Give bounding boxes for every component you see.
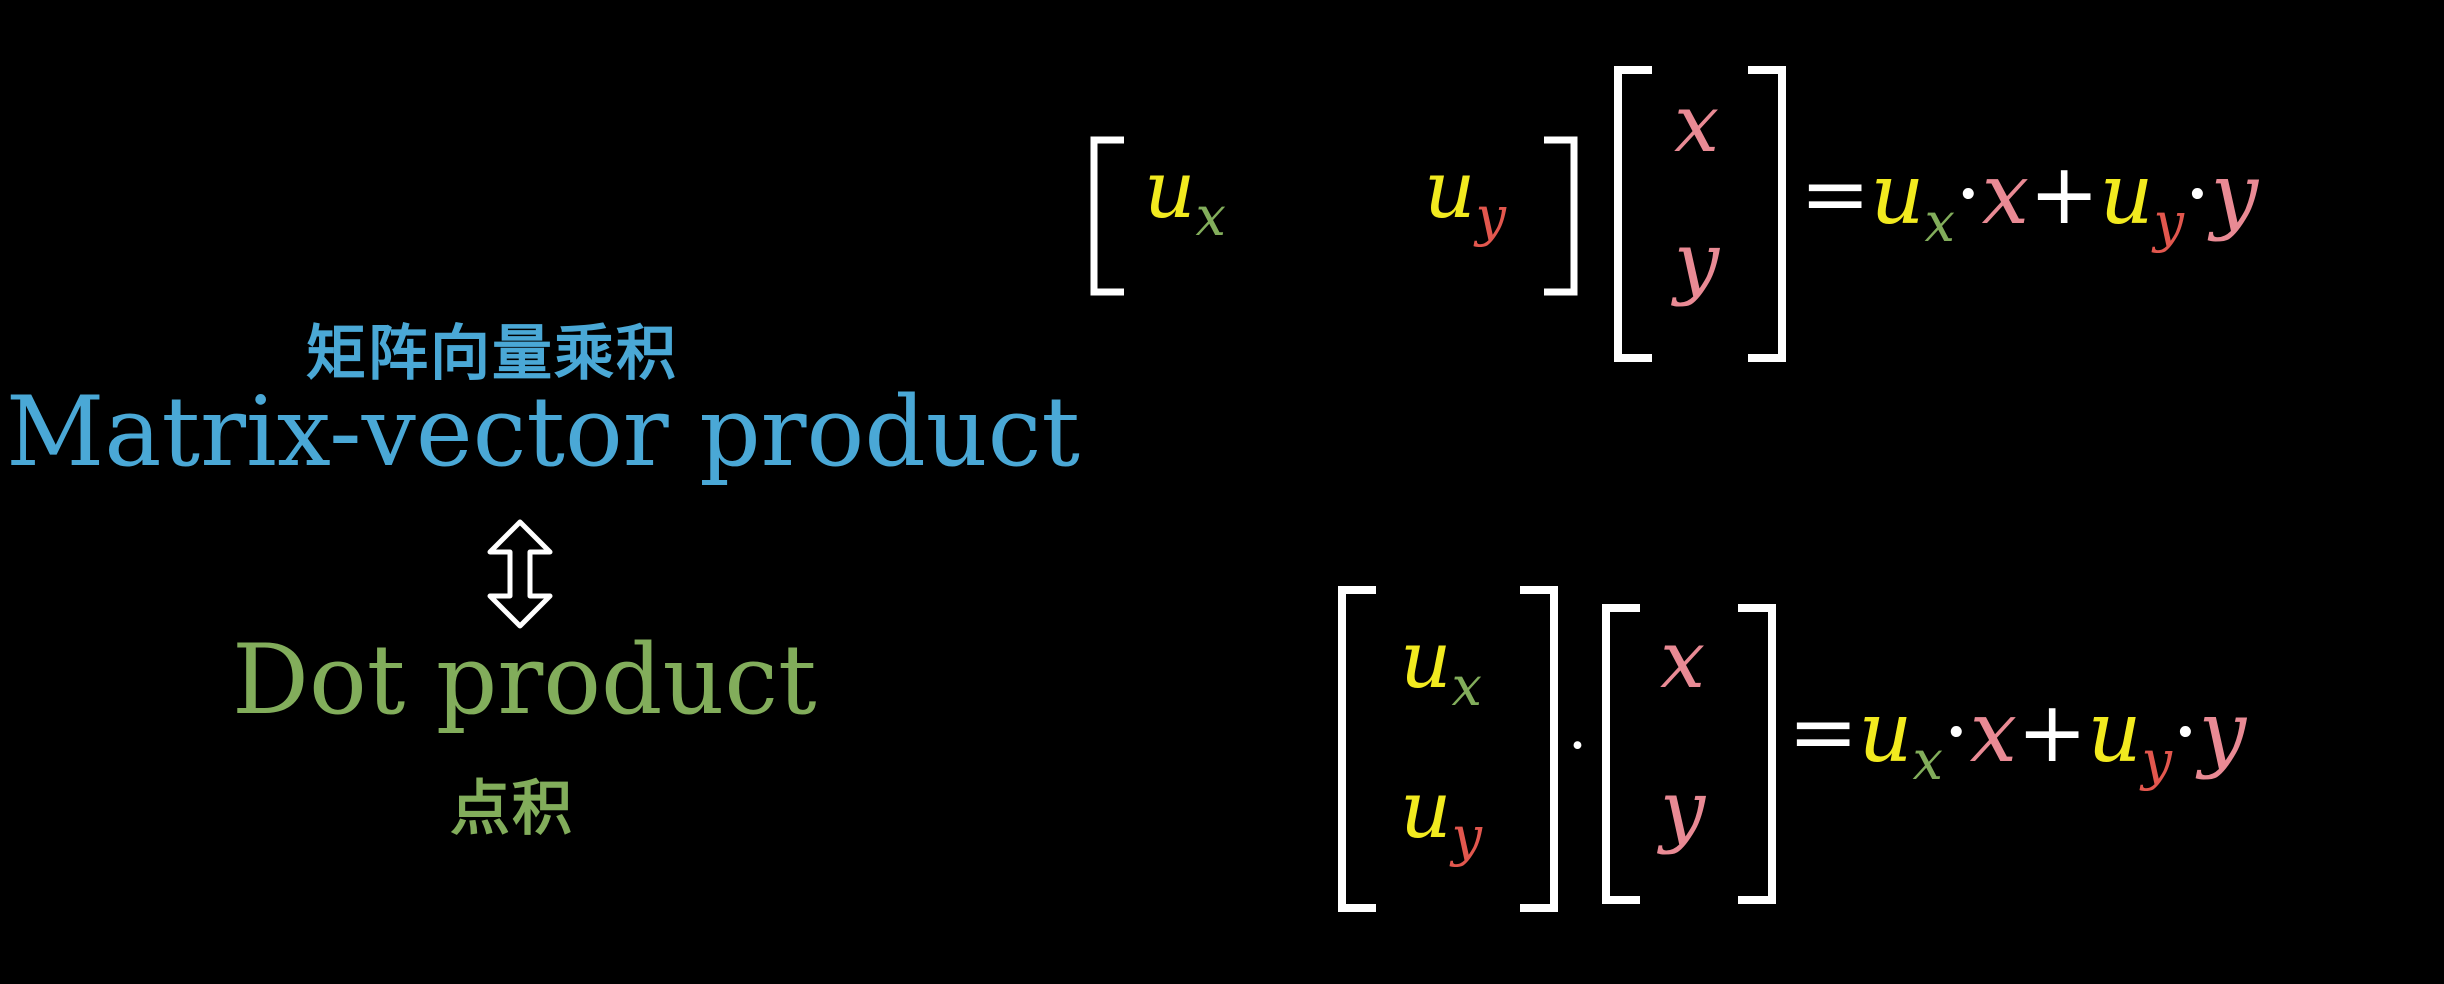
row-vector-left-bracket <box>1090 136 1124 296</box>
col3-y: y <box>1660 763 1706 856</box>
dot-product-zh: 点积 <box>450 774 574 844</box>
row-vector-right-bracket <box>1544 136 1578 296</box>
row-uy: uy <box>1424 143 1507 248</box>
col2-uy: uy <box>1400 763 1483 868</box>
matrix-vector-product-zh: 矩阵向量乘积 <box>306 319 678 389</box>
dot-operator: · <box>1568 711 1588 781</box>
col3-x: x <box>1660 613 1706 706</box>
col-vector1-left-bracket <box>1614 66 1652 362</box>
col-vector3-right-bracket <box>1738 604 1776 904</box>
col2-ux: ux <box>1400 613 1482 718</box>
double-vertical-arrow-icon <box>487 519 553 629</box>
col1-y: y <box>1674 215 1720 308</box>
col-vector2-left-bracket <box>1338 586 1376 912</box>
row-ux: ux <box>1144 143 1226 248</box>
col-vector1-right-bracket <box>1748 66 1786 362</box>
col-vector2-right-bracket <box>1520 586 1558 912</box>
matrix-vector-product-en: Matrix-vector product <box>6 376 1080 488</box>
eq1-result: =ux·x+uy·y <box>1800 145 2259 254</box>
eq2-result: =ux·x+uy·y <box>1788 683 2247 792</box>
col-vector3-left-bracket <box>1602 604 1640 904</box>
col1-x: x <box>1674 77 1720 170</box>
dot-product-en: Dot product <box>232 624 817 736</box>
